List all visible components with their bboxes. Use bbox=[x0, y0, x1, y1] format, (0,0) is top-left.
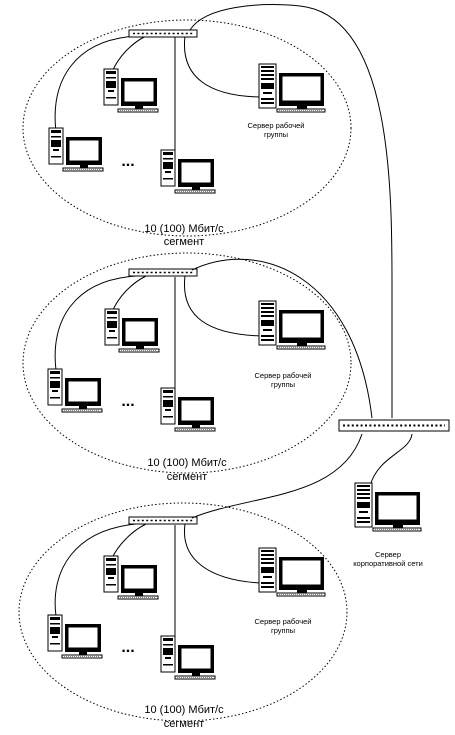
segment-1: Сервер рабочей группы ... 10 (100) Мбит/… bbox=[22, 19, 352, 248]
server-label: Сервер рабочей bbox=[255, 371, 312, 380]
cable bbox=[54, 523, 137, 617]
server-icon bbox=[258, 547, 326, 597]
server-icon bbox=[354, 482, 422, 532]
segment-label: сегмент bbox=[164, 236, 204, 248]
workstation-icon bbox=[104, 308, 160, 353]
workstation-icon bbox=[47, 614, 103, 659]
server-label: группы bbox=[264, 130, 288, 139]
ellipsis: ... bbox=[121, 639, 134, 656]
cable bbox=[111, 275, 147, 313]
workstation-icon bbox=[103, 68, 159, 113]
cable bbox=[183, 35, 261, 98]
segment-boundary bbox=[22, 252, 352, 474]
workstation-icon bbox=[160, 149, 216, 194]
cable bbox=[183, 275, 261, 337]
backbone-switch-icon bbox=[338, 419, 450, 432]
cable bbox=[111, 35, 147, 73]
segment-speed-label: 10 (100) Мбит/с bbox=[144, 223, 224, 235]
backbone: Сервер корпоративной сети bbox=[189, 4, 450, 568]
server-label: группы bbox=[271, 626, 295, 635]
backbone-cable bbox=[191, 433, 363, 519]
corporate-server-label: корпоративной сети bbox=[353, 559, 423, 568]
workstation-icon bbox=[103, 555, 159, 600]
ellipsis: ... bbox=[121, 393, 134, 410]
workstation-icon bbox=[160, 635, 216, 680]
backbone-cable bbox=[191, 258, 373, 419]
segment-3: Сервер рабочей группы ... 10 (100) Мбит/… bbox=[18, 502, 348, 730]
backbone-cable bbox=[189, 4, 393, 418]
workstation-icon bbox=[48, 127, 104, 172]
segment-boundary bbox=[22, 19, 352, 237]
server-label: группы bbox=[271, 380, 295, 389]
cable bbox=[54, 275, 137, 371]
cable bbox=[183, 523, 261, 584]
corporate-server-label: Сервер bbox=[375, 550, 401, 559]
backbone-cable bbox=[369, 433, 413, 487]
segment-label: сегмент bbox=[167, 471, 207, 483]
hub-icon bbox=[128, 268, 198, 277]
segment-label: сегмент bbox=[164, 718, 204, 730]
server-icon bbox=[258, 300, 326, 350]
workstation-icon bbox=[47, 368, 103, 413]
server-icon bbox=[258, 63, 326, 113]
segment-speed-label: 10 (100) Мбит/с bbox=[147, 457, 227, 469]
segment-speed-label: 10 (100) Мбит/с bbox=[144, 704, 224, 716]
segment-boundary bbox=[18, 502, 348, 722]
segment-2: Сервер рабочей группы ... 10 (100) Мбит/… bbox=[22, 252, 352, 483]
cable bbox=[54, 35, 137, 133]
hub-icon bbox=[128, 29, 198, 38]
workstation-icon bbox=[160, 387, 216, 432]
cable bbox=[111, 523, 147, 559]
hub-icon bbox=[128, 516, 198, 525]
ellipsis: ... bbox=[121, 153, 134, 170]
server-label: Сервер рабочей bbox=[248, 121, 305, 130]
server-label: Сервер рабочей bbox=[255, 617, 312, 626]
